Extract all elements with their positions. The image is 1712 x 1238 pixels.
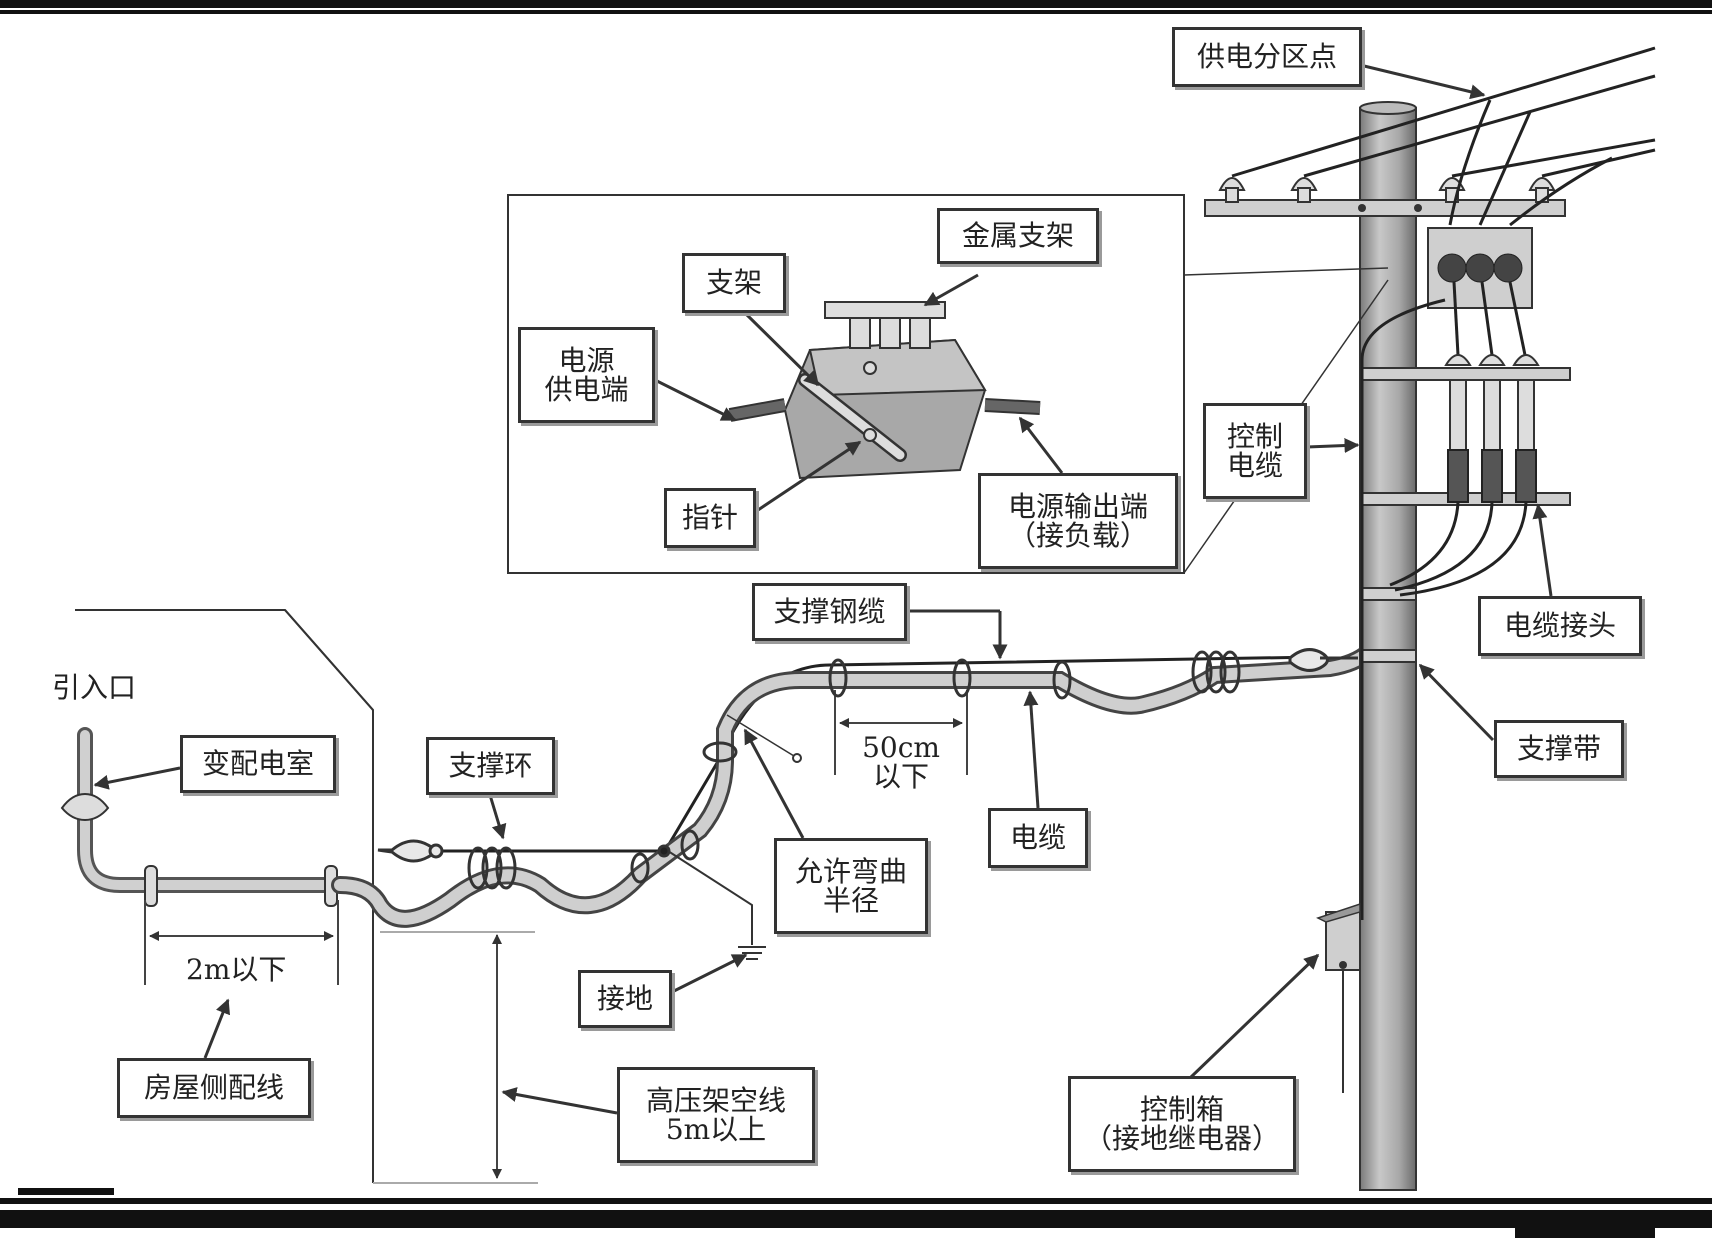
dimension-50cm	[834, 690, 968, 775]
label-support-ring: 支撑环	[426, 737, 555, 795]
control-cable-wire	[1360, 298, 1446, 920]
label-source-side: 电源供电端	[518, 327, 655, 423]
label-bend-radius: 允许弯曲半径	[774, 838, 928, 934]
overhead-lines	[1231, 46, 1656, 227]
support-rings	[467, 650, 1241, 890]
label-control-cable: 控制电缆	[1203, 403, 1307, 499]
label-cable-joint: 电缆接头	[1478, 596, 1642, 656]
grounding-symbol	[667, 850, 766, 960]
bend-radius-center	[792, 753, 802, 763]
control-box	[1316, 902, 1361, 1093]
main-cable	[331, 591, 1394, 928]
label-cable: 电缆	[988, 808, 1088, 868]
label-entrance: 引入口	[52, 671, 137, 704]
pole-switch	[1427, 227, 1533, 309]
label-output-side: 电源输出端（接负载）	[978, 473, 1178, 569]
label-bracket: 支架	[682, 253, 786, 313]
building-outline	[75, 609, 538, 1184]
label-control-box: 控制箱（接地继电器）	[1068, 1076, 1296, 1172]
dimension-5m	[380, 931, 535, 1179]
label-house-wiring: 房屋侧配线	[117, 1058, 311, 1118]
label-support-steel-cable: 支撑钢缆	[752, 583, 907, 641]
label-spacing-2m: 2m以下	[186, 953, 287, 986]
inset-switch	[728, 301, 1041, 480]
crossarm	[1204, 199, 1566, 217]
wire-anchors	[377, 648, 1358, 863]
label-pointer: 指针	[664, 488, 756, 548]
label-substation-room: 变配电室	[180, 735, 336, 793]
bend-radius-line	[726, 714, 795, 757]
cable-terminations	[1389, 281, 1540, 597]
dimension-2m	[144, 900, 339, 985]
label-metal-bracket: 金属支架	[937, 208, 1099, 264]
leader-arrows	[93, 63, 1553, 1115]
inset-leaders	[1183, 195, 1389, 574]
house-wiring-pipe	[60, 727, 348, 907]
label-grounding: 接地	[578, 970, 672, 1028]
label-supply-section-point: 供电分区点	[1172, 27, 1362, 87]
label-support-band: 支撑带	[1494, 720, 1624, 778]
utility-pole	[1359, 101, 1417, 1191]
